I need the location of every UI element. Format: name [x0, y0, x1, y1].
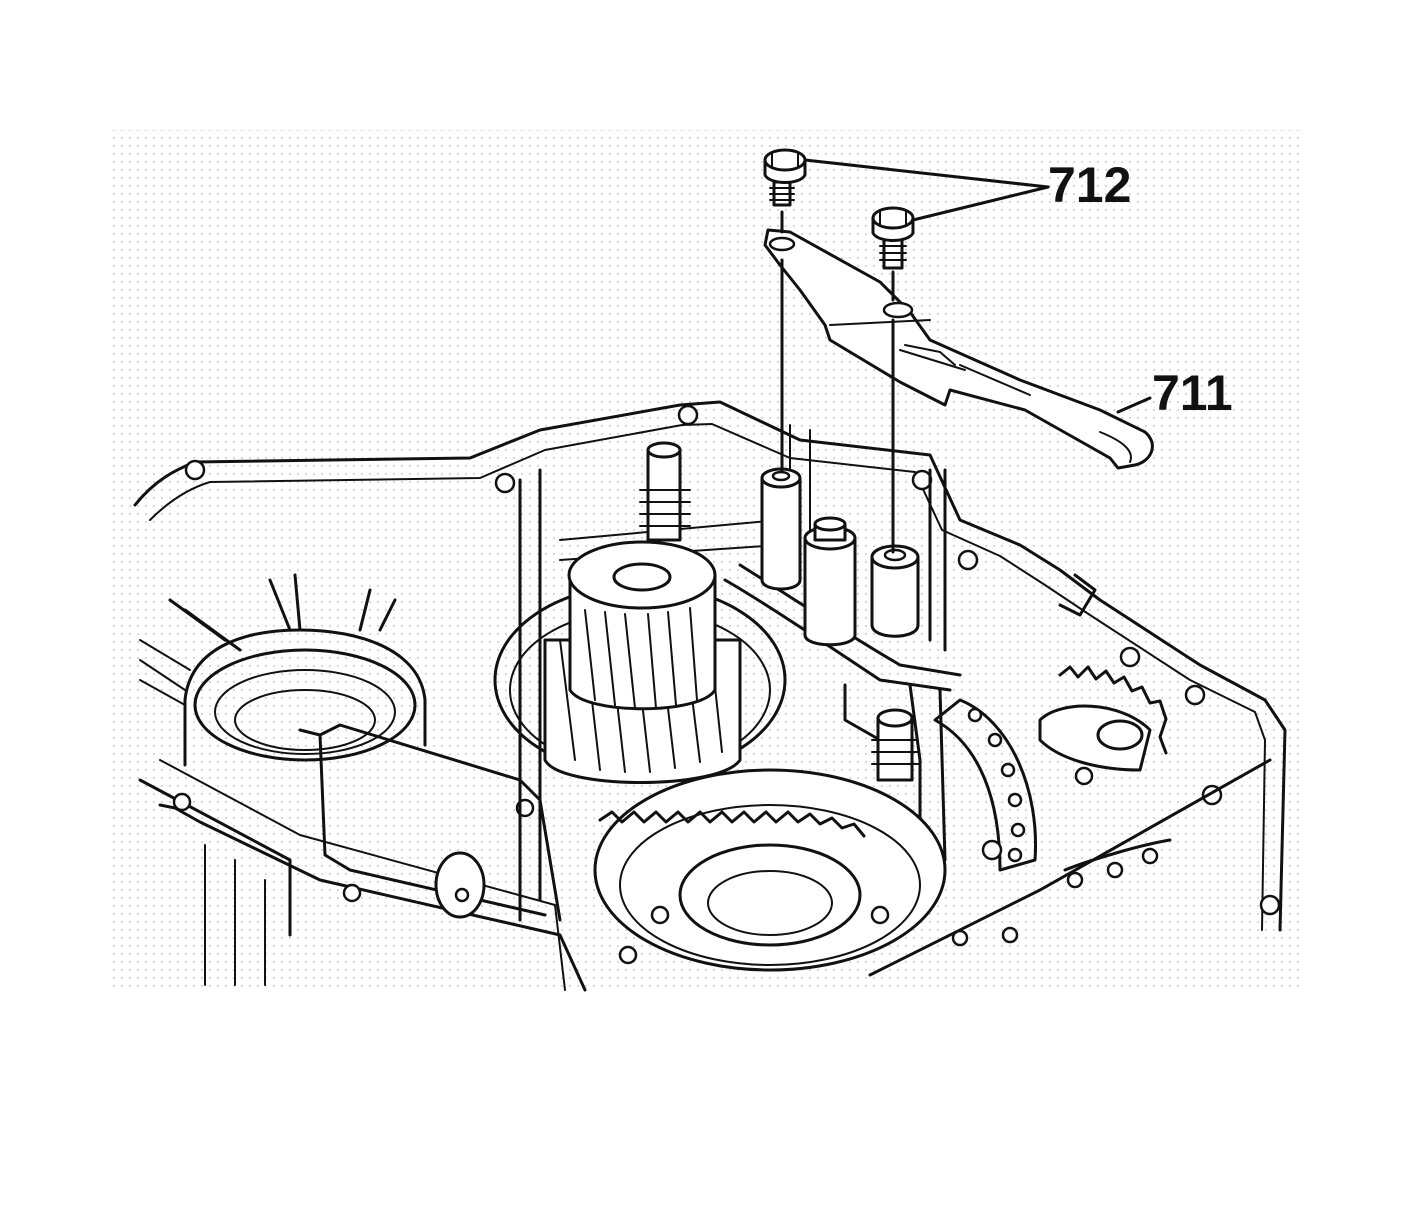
- pawl-mechanism: [868, 573, 1272, 977]
- callout-711-label: 711: [1152, 365, 1233, 421]
- ring-gear: [593, 768, 947, 972]
- threaded-stud-rear: [639, 441, 691, 542]
- center-stud: [803, 516, 857, 647]
- threaded-stud-front: [871, 708, 919, 782]
- drive-gear: [493, 540, 787, 784]
- leader-lines: [803, 158, 1152, 414]
- callout-712-label: 712: [1048, 157, 1132, 213]
- bracket-711: [763, 228, 1154, 470]
- bolt-712-right: [871, 206, 915, 270]
- perforated-plate: [933, 698, 1038, 872]
- bolt-712-left: [763, 148, 807, 207]
- alignment-lines: [780, 210, 895, 554]
- left-bore: [139, 573, 427, 767]
- bolt-boss-right: [870, 544, 920, 638]
- bolt-boss-left: [760, 467, 802, 591]
